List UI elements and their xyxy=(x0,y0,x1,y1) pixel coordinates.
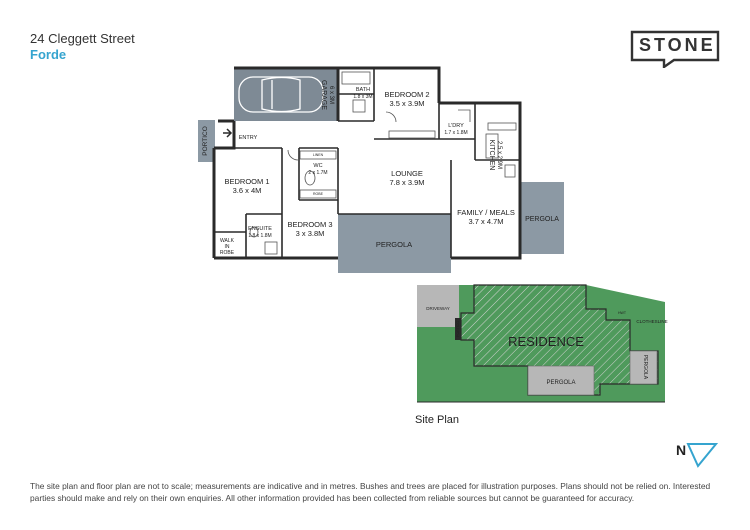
north-label: N xyxy=(676,442,687,458)
pergola-label-side: PERGOLA xyxy=(525,216,559,223)
pergola-label-rear: PERGOLA xyxy=(376,240,412,249)
entry-arrow-icon xyxy=(223,128,233,138)
north-arrow-icon xyxy=(686,443,719,468)
site-portico xyxy=(455,318,461,340)
lounge-size: 7.8 x 3.9M xyxy=(389,178,424,187)
bath-size: 1.8 x 3M xyxy=(353,94,372,100)
ensuite-size: 1.8 x 1.8M xyxy=(248,233,271,239)
residence-label: RESIDENCE xyxy=(508,334,584,349)
site-pergola-label: PERGOLA xyxy=(546,380,575,386)
entry-label: ENTRY xyxy=(239,135,258,141)
portico-area xyxy=(198,120,215,162)
family-size: 3.7 x 4.7M xyxy=(468,217,503,226)
driveway-label: DRIVEWAY xyxy=(426,306,450,311)
site-plan-caption: Site Plan xyxy=(415,414,460,426)
ensuite-label: ENSUITE xyxy=(248,226,272,232)
pergola-side xyxy=(521,182,564,254)
disclaimer-text: The site plan and floor plan are not to … xyxy=(30,481,711,503)
kitchen-size: 2.5 x 2.9M xyxy=(496,141,502,169)
site-pergola-rear xyxy=(527,365,595,396)
pergola-rear xyxy=(338,214,451,273)
site-pergola-side xyxy=(629,350,658,385)
wc-size: 2 x 1.7M xyxy=(308,170,327,176)
lounge-label: LOUNGE xyxy=(391,169,423,178)
linen-label: LINEN xyxy=(313,153,324,157)
portico-label: PORTICO xyxy=(202,126,209,156)
family-label: FAMILY / MEALS xyxy=(457,208,515,217)
hwt-label: HWT xyxy=(618,311,627,315)
walkin-label-3: ROBE xyxy=(220,250,235,256)
bedroom2-size: 3.5 x 3.9M xyxy=(389,99,424,108)
driveway-area xyxy=(417,285,459,327)
garage-label: GARAGE xyxy=(320,80,327,110)
wc-label: WC xyxy=(313,163,322,169)
bath-label: BATH xyxy=(356,87,370,93)
bedroom1-size: 3.6 x 4M xyxy=(233,186,262,195)
robe-label: ROBE xyxy=(313,192,324,196)
bedroom1-label: BEDROOM 1 xyxy=(224,177,269,186)
property-address: 24 Cleggett Street xyxy=(30,31,135,46)
car-icon xyxy=(238,76,324,113)
bedroom3-label: BEDROOM 3 xyxy=(287,220,332,229)
bedroom3-size: 3 x 3.8M xyxy=(296,229,325,238)
property-suburb: Forde xyxy=(30,47,67,62)
walkin-label-1: WALK xyxy=(220,238,235,244)
stone-logo-icon xyxy=(630,30,720,68)
laundry-label: L'DRY xyxy=(448,123,464,129)
laundry-size: 1.7 x 1.8M xyxy=(444,130,467,136)
kitchen-label: KITCHEN xyxy=(488,140,495,171)
site-pergola-side-label: PERGOLA xyxy=(642,355,648,380)
bedroom2-label: BEDROOM 2 xyxy=(384,90,429,99)
clothesline-label: CLOTHESLINE xyxy=(636,319,667,324)
garage-size: 6 x 3M xyxy=(328,86,334,104)
brand-logo-text: STONE xyxy=(639,35,716,55)
site-portico-label: PORTICO xyxy=(456,321,460,337)
walkin-label-2: IN xyxy=(225,244,230,250)
